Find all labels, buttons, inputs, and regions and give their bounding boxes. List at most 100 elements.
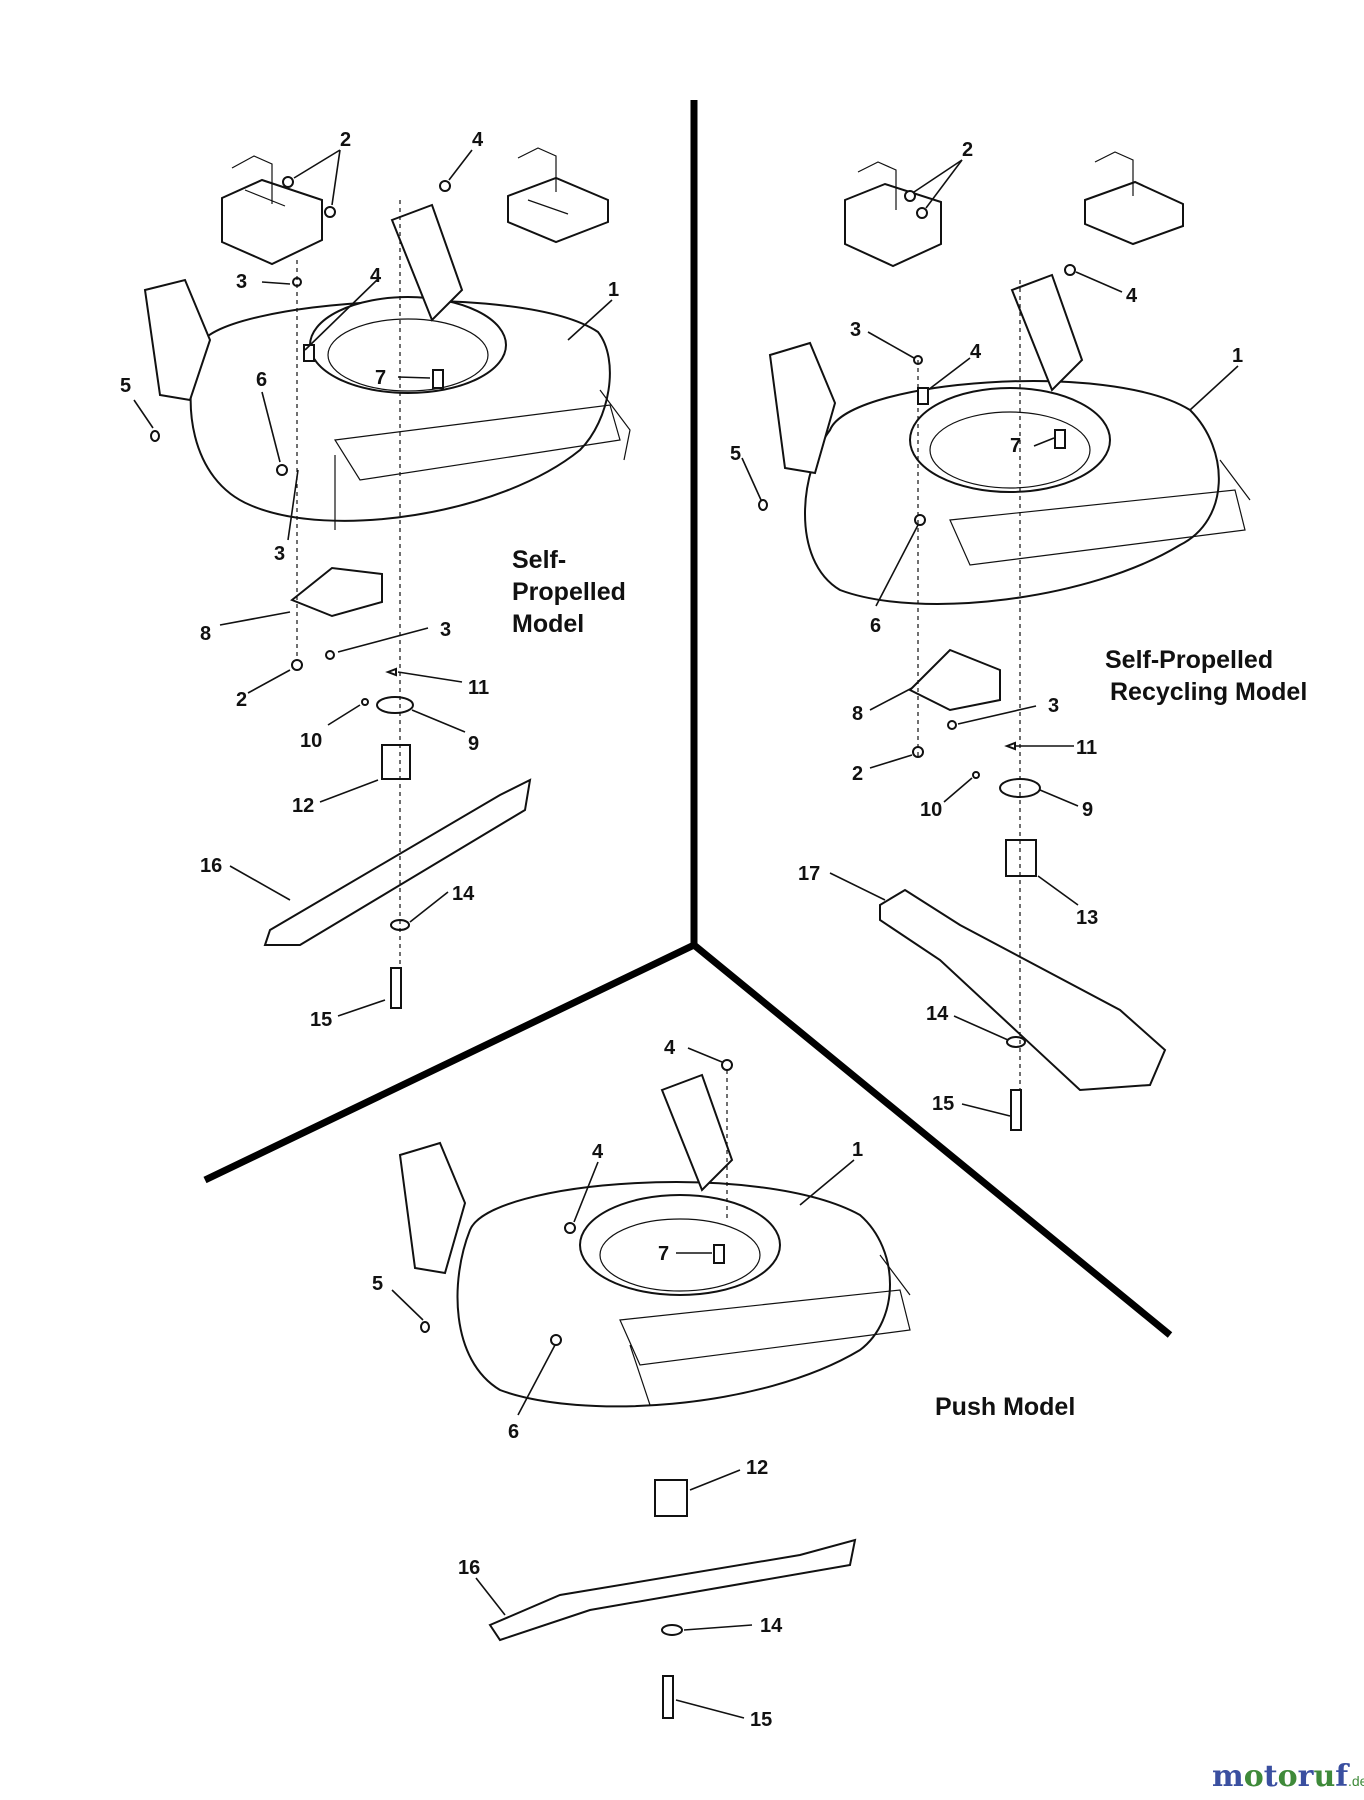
callout-7: 7 <box>1010 435 1021 457</box>
blade-adapter-icon <box>654 1479 688 1517</box>
stud-icon <box>276 464 288 476</box>
bolt-icon <box>713 1244 725 1264</box>
blade-adapter-icon <box>1005 839 1037 877</box>
watermark-logo: motoruf .de <box>1212 1759 1364 1794</box>
model-label-line: Propelled <box>512 578 626 606</box>
callout-5: 5 <box>372 1273 383 1295</box>
washer-icon <box>661 1624 683 1636</box>
callout-16: 16 <box>200 855 222 877</box>
model-label-line: Self-Propelled <box>1105 646 1273 674</box>
callout-7: 7 <box>375 367 386 389</box>
callout-15: 15 <box>750 1709 772 1731</box>
section-self-propelled: 2 4 3 4 1 7 5 6 3 8 3 11 2 10 9 12 16 14… <box>120 129 631 1031</box>
callout-7: 7 <box>658 1243 669 1265</box>
model-label-line: Recycling Model <box>1110 678 1307 706</box>
bolt-head-icon <box>721 1059 733 1071</box>
baffle-icon <box>290 566 383 618</box>
bolt-icon <box>1054 429 1066 449</box>
model-label-line: Model <box>512 610 584 638</box>
plug-icon <box>150 430 160 442</box>
callout-numbers-c: 4 4 1 7 5 6 12 16 14 15 <box>372 1037 863 1731</box>
callout-3: 3 <box>850 319 861 341</box>
blade-bolt-icon <box>390 967 402 1009</box>
nut-icon <box>291 659 303 671</box>
deck-motor-opening <box>309 296 507 394</box>
watermark-brand: motoruf <box>1212 1759 1350 1794</box>
callout-numbers-a: 2 4 3 4 1 7 5 6 3 8 3 11 2 10 9 12 16 14… <box>120 129 619 1031</box>
callout-15: 15 <box>310 1009 332 1031</box>
callout-14: 14 <box>926 1003 949 1025</box>
bolt-icon <box>917 387 929 405</box>
callout-leaders-b <box>741 159 1239 1117</box>
rear-handle-bracket-right <box>1010 273 1084 392</box>
callout-4: 4 <box>592 1141 604 1163</box>
blade-icon <box>263 778 532 946</box>
key-icon <box>1004 741 1016 751</box>
callout-12: 12 <box>746 1457 768 1479</box>
rear-handle-bracket-left <box>143 278 212 402</box>
divider-right <box>691 942 1173 1338</box>
nut-icon <box>916 207 928 219</box>
nut-icon <box>904 190 916 202</box>
rear-handle-bracket-left <box>398 1141 467 1275</box>
callout-4: 4 <box>664 1037 676 1059</box>
washer-icon <box>1006 1036 1026 1048</box>
plug-icon <box>420 1321 430 1333</box>
pin-icon <box>972 771 980 779</box>
screw-icon <box>325 650 335 660</box>
section-dividers <box>203 100 1173 1338</box>
callout-11: 11 <box>1076 737 1097 759</box>
callout-6: 6 <box>256 369 267 391</box>
callout-10: 10 <box>300 730 322 752</box>
section-self-propelled-recycling: 2 4 3 4 1 7 5 6 8 3 11 2 10 9 17 13 14 1… <box>730 139 1307 1131</box>
baffle-icon <box>908 648 1001 712</box>
callout-5: 5 <box>730 443 741 465</box>
callout-1: 1 <box>852 1139 863 1161</box>
nut-icon <box>324 206 336 218</box>
bolt-head-icon <box>439 180 451 192</box>
pin-icon <box>361 698 369 706</box>
callout-3: 3 <box>1048 695 1059 717</box>
model-label-recycling: Self-Propelled Recycling Model <box>1105 646 1307 706</box>
callout-4: 4 <box>370 265 382 287</box>
callout-6: 6 <box>870 615 881 637</box>
callout-8: 8 <box>200 623 211 645</box>
rear-handle-bracket-right <box>390 203 464 322</box>
bolt-icon <box>432 369 444 389</box>
callout-2: 2 <box>340 129 351 151</box>
callout-9: 9 <box>468 733 479 755</box>
height-adjuster-bracket-right <box>507 147 609 244</box>
pulley-icon <box>376 696 414 714</box>
callout-5: 5 <box>120 375 131 397</box>
mower-deck <box>398 1073 911 1408</box>
deck-hardware <box>420 1059 857 1719</box>
screw-icon <box>947 720 957 730</box>
callout-1: 1 <box>1232 345 1243 367</box>
callout-3: 3 <box>440 619 451 641</box>
callout-leaders-c <box>391 1047 855 1719</box>
model-label-self-propelled: Self- Propelled Model <box>512 546 626 638</box>
section-push: 4 4 1 7 5 6 12 16 14 15 Push Model <box>372 1037 1075 1731</box>
height-adjuster-bracket-left <box>844 161 942 268</box>
recycling-blade-icon <box>879 888 1167 1092</box>
callout-4: 4 <box>472 129 484 151</box>
height-adjuster-bracket-left <box>221 155 323 266</box>
model-label-line: Self- <box>512 546 566 574</box>
blade-icon <box>488 1538 857 1642</box>
callout-2: 2 <box>852 763 863 785</box>
callout-3: 3 <box>236 271 247 293</box>
blade-bolt-icon <box>1010 1089 1022 1131</box>
callout-4: 4 <box>970 341 982 363</box>
rear-handle-bracket-left <box>768 341 837 475</box>
callout-9: 9 <box>1082 799 1093 821</box>
callout-13: 13 <box>1076 907 1098 929</box>
deck-hardware <box>758 190 1167 1131</box>
callout-6: 6 <box>508 1421 519 1443</box>
callout-numbers-b: 2 4 3 4 1 7 5 6 8 3 11 2 10 9 17 13 14 1… <box>730 139 1243 1115</box>
key-icon <box>385 667 397 677</box>
callout-leaders-a <box>133 149 613 1017</box>
watermark-suffix: .de <box>1348 1773 1364 1789</box>
callout-3: 3 <box>274 543 285 565</box>
